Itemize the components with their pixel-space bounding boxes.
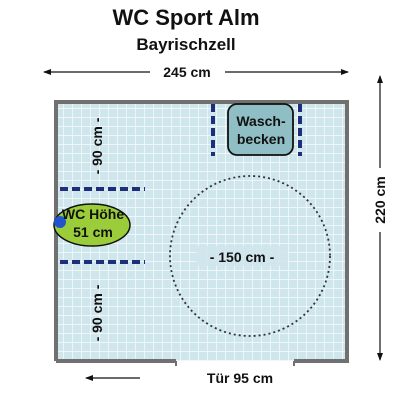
height-label: 220 cm (372, 176, 388, 223)
width-label-bg (150, 62, 225, 80)
sink-label-line2: becken (237, 131, 285, 147)
door-jambs (175, 361, 295, 366)
room-wall (54, 100, 349, 363)
sink-label-line1: Wasch- (236, 113, 286, 129)
turning-circle (169, 175, 331, 337)
turning-circle-label: - 150 cm - (210, 249, 275, 265)
page-title: WC Sport Alm (112, 5, 259, 30)
page-subtitle: Bayrischzell (136, 35, 235, 54)
wc-label-line2: 51 cm (73, 224, 113, 240)
wc-label-line1: WC Höhe (62, 206, 124, 222)
left-upper-dimension: - 90 cm - (89, 117, 105, 174)
grab-rails (60, 104, 302, 264)
left-lower-dimension: - 90 cm - (89, 284, 105, 341)
wc-bowl (53, 203, 131, 247)
turning-circle-label-bg (196, 246, 288, 266)
height-label-bg (370, 168, 390, 232)
sink (227, 103, 294, 156)
width-label: 245 cm (163, 64, 210, 80)
wc-flush-button (54, 216, 66, 228)
door-label: Tür 95 cm (207, 370, 273, 386)
